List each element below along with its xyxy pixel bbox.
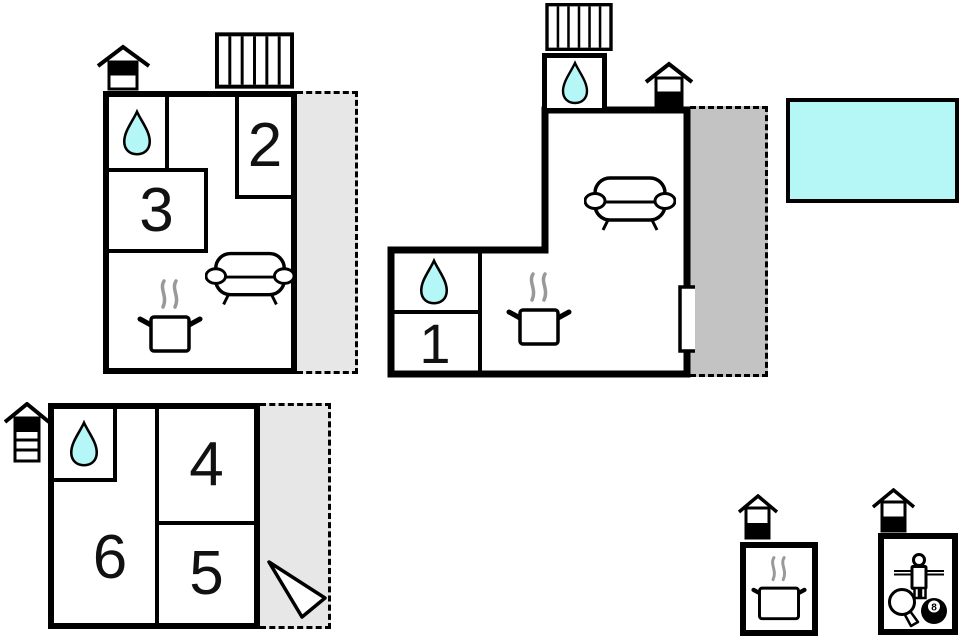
room-6-label: 6 xyxy=(92,522,128,592)
water-drop-icon xyxy=(419,257,449,305)
room-4: 4 xyxy=(155,409,254,525)
room-2: 2 xyxy=(235,97,291,199)
chimney-icon xyxy=(96,44,151,91)
room-2-label: 2 xyxy=(247,111,283,180)
bathroom-top-unit-b xyxy=(542,53,607,113)
direction-arrow-icon xyxy=(267,560,327,619)
room-4-label: 4 xyxy=(189,430,224,499)
chimney-icon xyxy=(737,494,779,540)
chimney-icon xyxy=(3,402,51,463)
sofa-icon xyxy=(205,251,295,306)
chimney-icon xyxy=(644,61,694,107)
sauna-hut xyxy=(740,542,818,636)
bathroom-unit-c xyxy=(54,409,117,482)
billiard-ball-number: 8 xyxy=(931,603,937,614)
terrace-unit-a xyxy=(297,91,358,374)
sofa-icon xyxy=(584,176,676,231)
radiator-icon xyxy=(545,3,613,51)
billiard-ball-icon: 8 xyxy=(921,598,947,624)
room-5-label: 5 xyxy=(189,539,224,608)
water-drop-icon xyxy=(561,60,588,105)
room-3-label: 3 xyxy=(139,175,174,245)
terrace-unit-b xyxy=(690,106,768,377)
game-hut: 8 xyxy=(878,533,958,635)
stove-icon xyxy=(506,272,572,346)
room-1-label: 1 xyxy=(419,311,451,375)
door-unit-b xyxy=(678,285,695,353)
room-6: 6 xyxy=(68,501,152,613)
games-icons: 8 xyxy=(888,553,947,628)
building-unit-b-walls xyxy=(387,106,695,378)
water-drop-icon xyxy=(122,108,152,156)
stove-icon xyxy=(751,556,807,621)
table-tennis-paddle-icon xyxy=(888,588,920,628)
foosball-player-icon xyxy=(894,553,944,600)
swimming-pool xyxy=(786,98,959,203)
room-1: 1 xyxy=(392,312,478,375)
chimney-icon xyxy=(871,488,916,533)
room-3: 3 xyxy=(109,168,208,253)
building-unit-a: 3 2 xyxy=(103,91,297,374)
stove-icon xyxy=(137,279,203,353)
water-drop-icon xyxy=(69,419,98,467)
radiator-icon xyxy=(215,32,294,89)
room-5: 5 xyxy=(155,525,254,623)
bathroom-unit-a xyxy=(109,97,169,172)
building-unit-c: 4 5 6 xyxy=(48,403,260,629)
